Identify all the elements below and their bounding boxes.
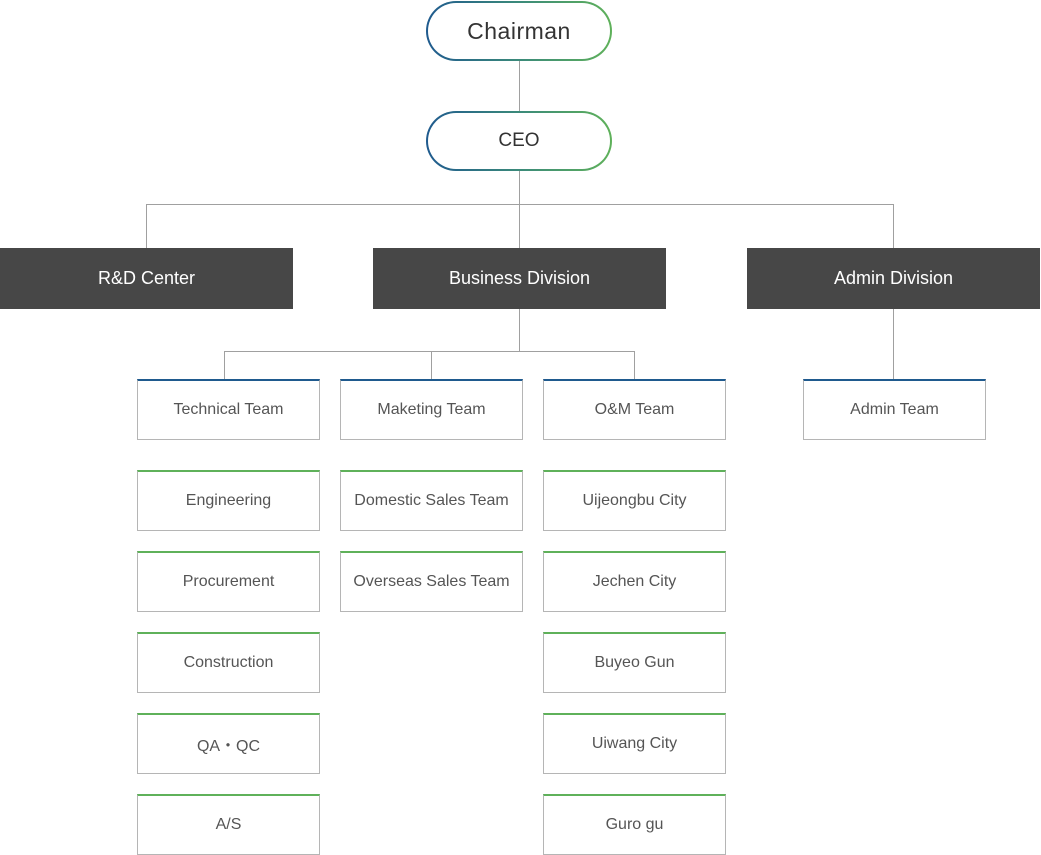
chairman-label: Chairman	[428, 3, 610, 59]
unit-engineering: Engineering	[137, 470, 320, 531]
unit-guro-gu: Guro gu	[543, 794, 726, 855]
division-business: Business Division	[373, 248, 666, 309]
team-technical: Technical Team	[137, 379, 320, 440]
chairman-node: Chairman	[426, 1, 612, 61]
unit-uiwang-city: Uiwang City	[543, 713, 726, 774]
team-admin: Admin Team	[803, 379, 986, 440]
unit-procurement: Procurement	[137, 551, 320, 612]
ceo-label: CEO	[428, 113, 610, 169]
unit-construction: Construction	[137, 632, 320, 693]
team-om: O&M Team	[543, 379, 726, 440]
unit-domestic-sales: Domestic Sales Team	[340, 470, 523, 531]
unit-buyeo-gun: Buyeo Gun	[543, 632, 726, 693]
division-rd-center: R&D Center	[0, 248, 293, 309]
division-admin: Admin Division	[747, 248, 1040, 309]
ceo-node: CEO	[426, 111, 612, 171]
unit-jechen-city: Jechen City	[543, 551, 726, 612]
unit-overseas-sales: Overseas Sales Team	[340, 551, 523, 612]
unit-uijeongbu-city: Uijeongbu City	[543, 470, 726, 531]
unit-qa-qc: QA・QC	[137, 713, 320, 774]
team-marketing: Maketing Team	[340, 379, 523, 440]
unit-as: A/S	[137, 794, 320, 855]
